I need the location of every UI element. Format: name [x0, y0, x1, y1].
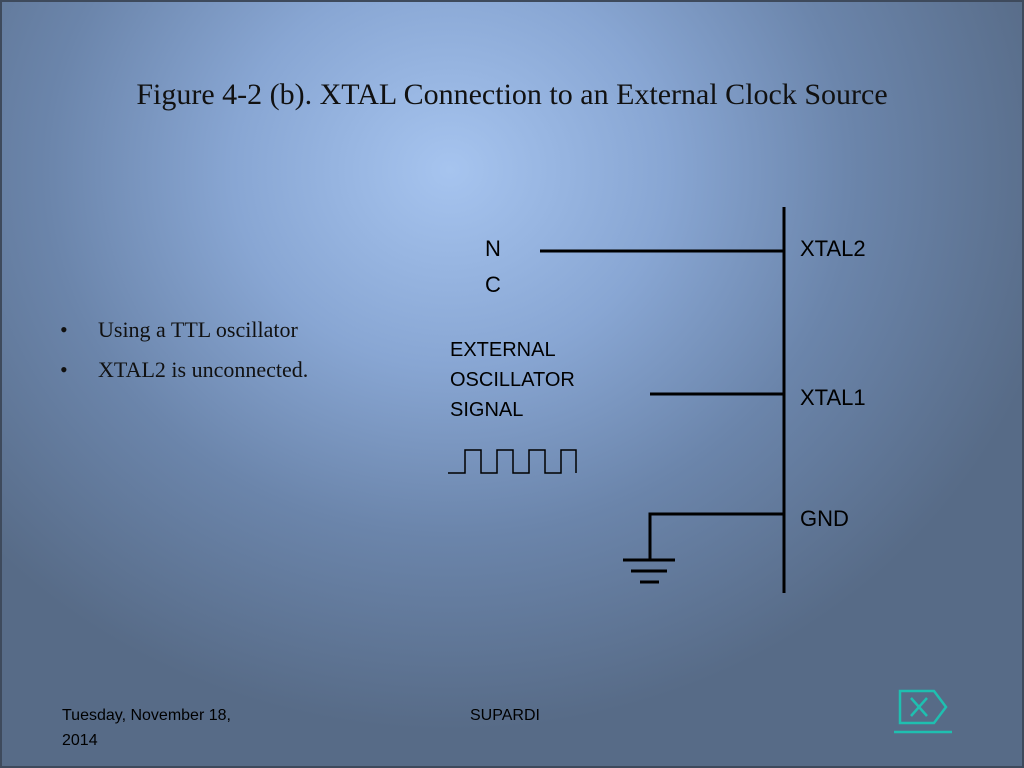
- bullet-text: Using a TTL oscillator: [98, 317, 298, 342]
- xtal1-label: XTAL1: [800, 385, 866, 410]
- nc-label-n: N: [485, 236, 501, 261]
- osc-label-line2: OSCILLATOR: [450, 369, 575, 391]
- osc-label-line3: SIGNAL: [450, 399, 524, 421]
- osc-label-line1: EXTERNAL: [450, 339, 556, 361]
- gnd-label: GND: [800, 506, 849, 531]
- bullet-text: XTAL2 is unconnected.: [98, 357, 309, 382]
- xtal2-label: XTAL2: [800, 236, 866, 261]
- slide-title: Figure 4-2 (b). XTAL Connection to an Ex…: [136, 78, 888, 111]
- footer-date-line2: 2014: [62, 732, 98, 749]
- footer-author: SUPARDI: [470, 707, 540, 724]
- bullet-dot: •: [60, 317, 68, 342]
- nc-label-c: C: [485, 272, 501, 297]
- bullet-item: • Using a TTL oscillator: [60, 310, 308, 350]
- footer-date-line1: Tuesday, November 18,: [62, 707, 231, 724]
- gnd-wire: [648, 512, 784, 560]
- square-wave-icon: [448, 449, 577, 474]
- bullet-item: • XTAL2 is unconnected.: [60, 350, 308, 390]
- ground-symbol: [623, 558, 675, 584]
- bullet-list: • Using a TTL oscillator • XTAL2 is unco…: [60, 310, 308, 390]
- bullet-dot: •: [60, 357, 68, 382]
- close-icon: [894, 689, 952, 734]
- end-show-button[interactable]: [890, 686, 954, 741]
